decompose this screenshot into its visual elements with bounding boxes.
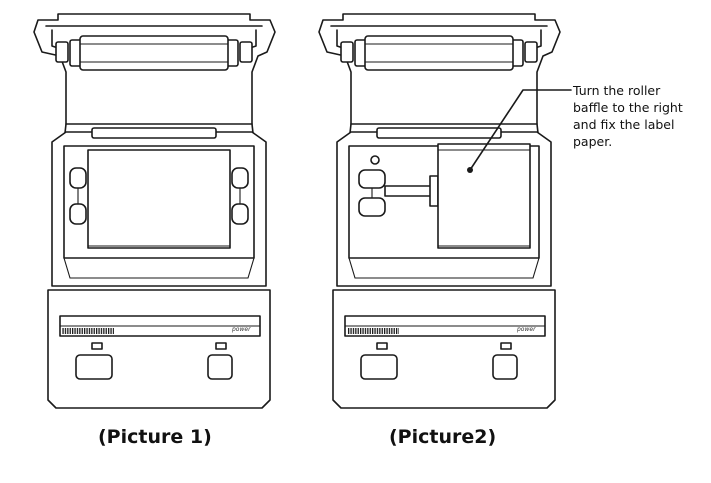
- caption-picture-2: (Picture2): [389, 426, 497, 448]
- printer-1-control-panel: power: [47, 289, 271, 409]
- printer-2: power: [318, 13, 561, 409]
- printer-1-indicator-right: [215, 342, 227, 350]
- callout-text: Turn the roller baffle to the right and …: [573, 82, 683, 150]
- printer-1-feed-button: [75, 354, 113, 380]
- callout-line-3: and fix the label: [573, 117, 675, 132]
- printer-1-roller: [79, 35, 229, 71]
- printer-1-lid: [33, 13, 276, 161]
- printer-1-indicator-left: [91, 342, 103, 350]
- callout-line-2: baffle to the right: [573, 100, 683, 115]
- printer-2-power-button: [492, 354, 518, 380]
- callout-leader: [467, 89, 572, 173]
- printer-2-feed-button: [360, 354, 398, 380]
- printer-1-label-roll: [87, 149, 231, 249]
- callout-line-1: Turn the roller: [573, 83, 661, 98]
- printer-1-power-button: [207, 354, 233, 380]
- printer-2-power-label: power: [516, 326, 536, 333]
- callout-line-4: paper.: [573, 134, 613, 149]
- printer-2-label-paper: [437, 143, 531, 249]
- printer-2-indicator-left: [376, 342, 388, 350]
- printer-1-power-label: power: [231, 326, 251, 333]
- callout-dot: [467, 167, 473, 173]
- printer-2-body: [336, 127, 552, 287]
- printer-2-control-panel: power: [332, 289, 556, 409]
- printer-2-roller: [364, 35, 514, 71]
- caption-picture-1: (Picture 1): [98, 426, 212, 448]
- printer-2-indicator-right: [500, 342, 512, 350]
- printer-2-lid: [318, 13, 561, 161]
- printer-1-body: [51, 127, 267, 287]
- printer-1: power: [33, 13, 276, 409]
